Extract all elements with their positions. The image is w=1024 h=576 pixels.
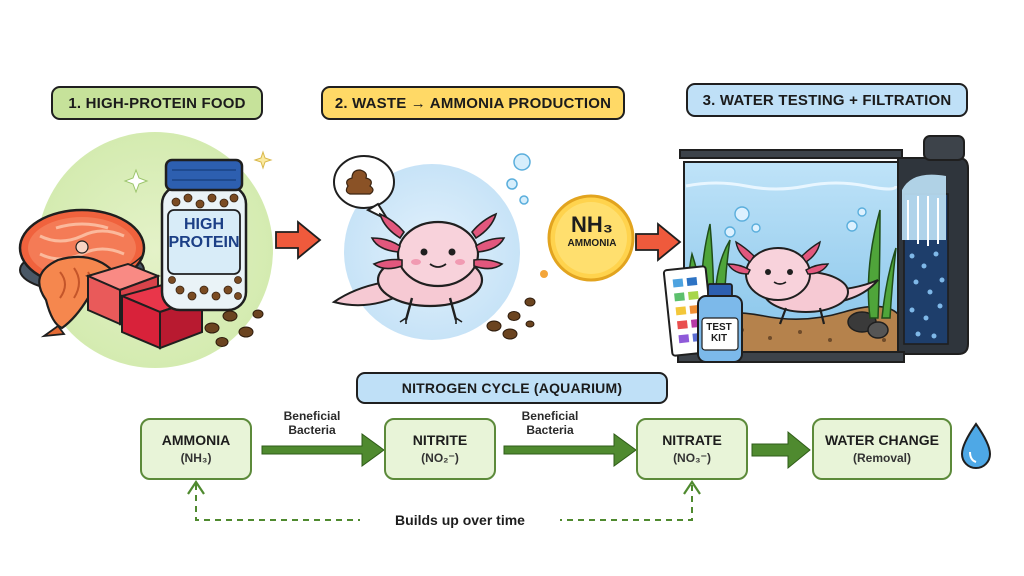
nitrogen-cycle-title: NITROGEN CYCLE (AQUARIUM) — [356, 372, 668, 404]
pellet-icon — [486, 297, 536, 340]
sparkle-icon — [123, 168, 149, 194]
pellet-icon — [204, 309, 264, 347]
step-food-title: 1. HIGH-PROTEIN FOOD — [51, 86, 263, 120]
arrow-icon — [275, 220, 322, 260]
food-group — [18, 132, 273, 368]
filter-icon — [897, 135, 969, 355]
bacteria-label-line: Beneficial — [283, 409, 341, 423]
cycle-box-formula: (NH₃) — [180, 451, 212, 465]
buildup-loop-arrow — [195, 484, 693, 521]
arrow-icon — [751, 430, 811, 470]
poop-speech-bubble-icon — [333, 155, 395, 223]
cycle-box-title: NITRITE — [412, 432, 468, 448]
sparkle-icon — [253, 150, 273, 170]
jar-label: HIGH PROTEIN — [168, 216, 240, 252]
cycle-box-nitrate: NITRATE (NO₃⁻) — [636, 418, 748, 480]
ammonia-formula: NH₃ — [571, 212, 613, 237]
bubble-icon — [540, 270, 548, 278]
step-waste-title: 2. WASTE → AMMONIA PRODUCTION — [321, 86, 625, 120]
cycle-arrows — [187, 430, 811, 521]
cycle-box-title: NITRATE — [662, 432, 722, 448]
bacteria-label-2: Beneficial Bacteria — [510, 409, 590, 437]
ammonia-name: AMMONIA — [567, 238, 617, 249]
ammonia-bubble-label: NH₃ AMMONIA — [545, 212, 639, 250]
axolotl-icon — [726, 240, 879, 325]
protein-jar-icon — [160, 158, 248, 312]
bacteria-label-line: Bacteria — [526, 423, 574, 437]
bubble-icon — [506, 153, 531, 205]
jar-label-line: PROTEIN — [168, 234, 240, 251]
axolotl-icon — [331, 212, 506, 324]
arrow-icon — [635, 222, 682, 262]
cycle-box-formula: (NO₃⁻) — [673, 451, 711, 465]
jar-label-line: HIGH — [184, 216, 224, 233]
bacteria-label-line: Beneficial — [521, 409, 579, 423]
cycle-box-ammonia: AMMONIA (NH₃) — [140, 418, 252, 480]
water-drop-icon — [960, 422, 992, 469]
buildup-label: Builds up over time — [360, 512, 560, 528]
test-kit-bottle-icon — [697, 283, 743, 363]
bacteria-label-line: Bacteria — [288, 423, 336, 437]
step-water-title: 3. WATER TESTING + FILTRATION — [686, 83, 968, 117]
test-kit-label-line: TEST — [706, 322, 732, 333]
waste-group — [331, 153, 635, 340]
arrow-icon — [503, 433, 637, 467]
test-kit-label-line: KIT — [710, 333, 728, 344]
cycle-box-title: AMMONIA — [161, 432, 231, 448]
arrow-icon — [261, 433, 385, 467]
cycle-box-formula: (NO₂⁻) — [421, 451, 459, 465]
cycle-box-formula: (Removal) — [852, 451, 911, 465]
cycle-box-title: WATER CHANGE — [824, 432, 940, 448]
cycle-box-nitrite: NITRITE (NO₂⁻) — [384, 418, 496, 480]
test-kit-label: TEST KIT — [700, 322, 738, 344]
bacteria-label-1: Beneficial Bacteria — [272, 409, 352, 437]
cycle-box-water-change: WATER CHANGE (Removal) — [812, 418, 952, 480]
